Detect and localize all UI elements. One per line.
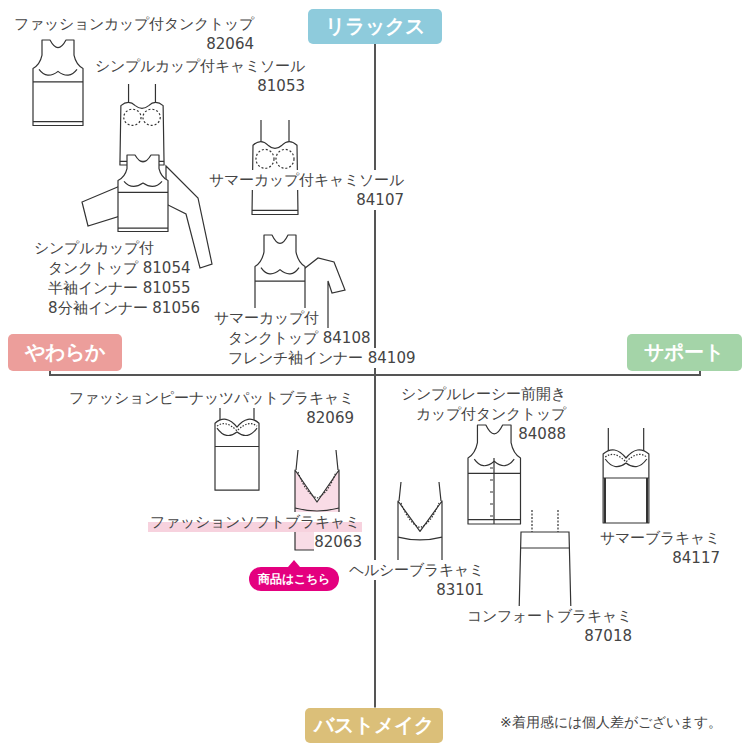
label-line: 半袖インナー 81055 bbox=[48, 278, 191, 298]
label-line: シンプルカップ付キャミソール bbox=[95, 56, 305, 76]
garment-84088 bbox=[468, 425, 521, 524]
axis-line bbox=[50, 371, 700, 376]
axis-label-right: サポート bbox=[627, 334, 742, 371]
label-line: コンフォートブラキャミ bbox=[467, 606, 632, 626]
label-line: ファッションピーナッツパットブラキャミ bbox=[69, 388, 354, 408]
garment-84107 bbox=[252, 120, 298, 215]
label-line: 82063 bbox=[314, 532, 362, 552]
garment-82064 bbox=[33, 40, 83, 126]
label-line: 83101 bbox=[436, 580, 484, 600]
label-line: 84088 bbox=[518, 424, 566, 444]
label-line: 8分袖インナー 81056 bbox=[48, 298, 200, 318]
side-panels-84117 bbox=[605, 478, 647, 523]
product-label: ファッションソフトブラキャミ 82063 bbox=[146, 512, 362, 552]
label-line: ヘルシーブラキャミ bbox=[349, 560, 484, 580]
label-line: 82064 bbox=[206, 34, 254, 54]
label-line: サマーカップ付キャミソール bbox=[209, 170, 404, 190]
garment-82069 bbox=[215, 398, 259, 490]
front-opening bbox=[493, 458, 494, 524]
note-text: ※着用感には個人差がございます。 bbox=[500, 712, 740, 732]
label-line: シンプルカップ付 bbox=[34, 238, 154, 258]
product-label: サマーカップ付 タンクトップ 84108 フレンチ袖インナー 84109 bbox=[214, 308, 424, 368]
label-line: シンプルレーシー前開き bbox=[401, 384, 566, 404]
node-label: リラックス bbox=[325, 13, 425, 40]
node-label: 商品はこちら bbox=[258, 571, 330, 588]
label-line: タンクトップ 81054 bbox=[48, 258, 191, 278]
label-line: ファッションカップ付タンクトップ bbox=[14, 14, 254, 34]
product-label: シンプルレーシー前開き カップ付タンクトップ 84088 bbox=[398, 384, 566, 444]
product-label: サマーブラキャミ 84117 bbox=[596, 528, 720, 568]
front-hooks bbox=[490, 468, 493, 516]
product-label: シンプルカップ付 タンクトップ 81054 半袖インナー 81055 8分袖イン… bbox=[34, 238, 234, 318]
label-line: 84117 bbox=[672, 548, 720, 568]
product-label: コンフォートブラキャミ 87018 bbox=[464, 606, 632, 646]
label-line: 82069 bbox=[306, 408, 354, 428]
label-line: サマーカップ付 bbox=[214, 308, 319, 328]
label-line: 81053 bbox=[257, 76, 305, 96]
label-line: タンクトップ 84108 bbox=[228, 328, 371, 348]
button-pointer bbox=[288, 560, 300, 567]
product-label: ヘルシーブラキャミ 83101 bbox=[346, 560, 484, 600]
product-link-button: 商品はこちら bbox=[249, 567, 339, 591]
garment-81053 bbox=[120, 84, 164, 165]
product-label: サマーカップ付キャミソール 84107 bbox=[205, 170, 404, 210]
label-line: ファッションソフトブラキャミ bbox=[148, 512, 362, 532]
lace-straps-87018 bbox=[532, 510, 558, 532]
long-sleeve-81056 bbox=[166, 166, 212, 268]
short-sleeve-81055 bbox=[82, 186, 120, 226]
node-label: サポート bbox=[644, 339, 724, 366]
axis-label-left: やわらか bbox=[8, 334, 122, 371]
garment-87018 bbox=[519, 532, 571, 615]
product-label: シンプルカップ付キャミソール 81053 bbox=[88, 56, 305, 96]
label-line: ※着用感には個人差がございます。 bbox=[500, 712, 722, 732]
garment-87018-band bbox=[521, 548, 569, 549]
product-label: ファッションカップ付タンクトップ 82064 bbox=[10, 14, 254, 54]
node-label: やわらか bbox=[25, 339, 105, 366]
label-line: 84107 bbox=[356, 190, 404, 210]
axis-label-bottom: バストメイク bbox=[305, 708, 443, 743]
axis-label-top: リラックス bbox=[308, 9, 442, 44]
product-label: ファッションピーナッツパットブラキャミ 82069 bbox=[64, 388, 354, 428]
label-line: サマーブラキャミ bbox=[600, 528, 720, 548]
label-line: カップ付タンクトップ bbox=[416, 404, 566, 424]
label-line: 87018 bbox=[584, 626, 632, 646]
node-label: バストメイク bbox=[314, 712, 434, 739]
label-line: フレンチ袖インナー 84109 bbox=[228, 348, 416, 368]
garment-81054 bbox=[118, 155, 168, 232]
garment-84117 bbox=[603, 428, 649, 523]
